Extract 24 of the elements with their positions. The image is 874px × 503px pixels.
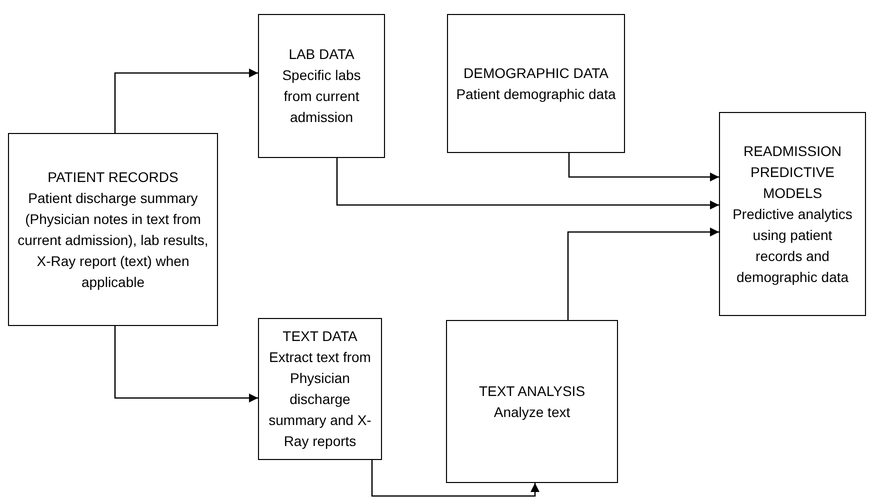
box-heading: LAB DATA [288,45,354,64]
box-heading: READMISSION PREDICTIVE MODELS [742,142,842,202]
process-box [447,14,625,153]
process-box [719,112,866,316]
process-box [8,133,218,326]
box-text: Patient demographic data [456,84,616,104]
arrow [568,153,719,182]
box-text: Analyze text [494,402,570,422]
box-text: Predictive analytics using patient records and demographic data [732,204,854,287]
box-heading: PATIENT RECORDS [48,168,178,186]
arrow [114,326,258,402]
box-heading: DEMOGRAPHIC DATA [464,64,608,82]
process-box [258,318,382,460]
box-heading: TEXT ANALYSIS [478,382,586,400]
box-text: Patient discharge summary (Physician notes in text from current admission), lab results, X-Ray report (text) when applicable [17,188,209,292]
arrow [114,68,258,133]
box-text: Extract text from Physician discharge summary and X-Ray reports [268,348,372,451]
box-heading: TEXT DATA [282,327,358,346]
arrow [567,228,719,320]
arrow [371,460,540,497]
process-box [258,14,385,158]
process-box [446,320,618,483]
box-text: Specific labs from current admission [281,66,362,127]
arrow [336,158,719,210]
